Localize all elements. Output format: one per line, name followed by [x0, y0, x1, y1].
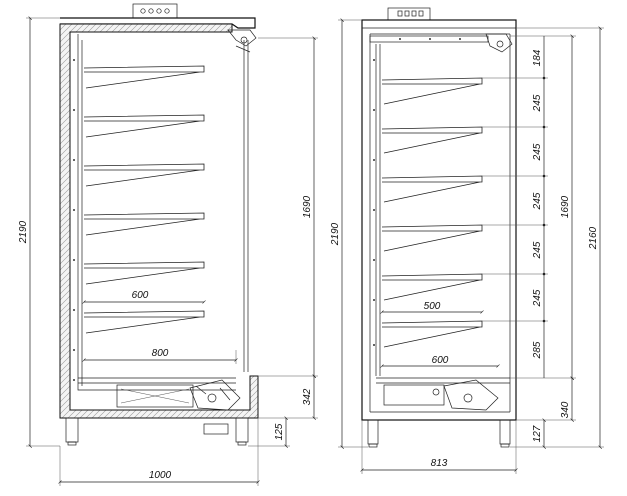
- left-height-shelf-zone: 1690: [302, 195, 313, 218]
- left-height-total: 2190: [18, 220, 29, 244]
- cabinet-outline: [361, 19, 517, 421]
- left-shelf-depth-upper: 600: [132, 290, 149, 301]
- foot-right-b: [499, 419, 511, 445]
- left-shelf-depth-lower: 800: [152, 348, 169, 359]
- foot-right: [235, 417, 249, 443]
- right-shelf-depth-upper: 500: [424, 301, 441, 312]
- left-shelves: [83, 65, 205, 334]
- right-foot-height: 127: [532, 425, 543, 442]
- evaporator-unit-right: [383, 384, 445, 406]
- left-foot-height: 125: [274, 423, 285, 440]
- control-box: [132, 3, 178, 19]
- foot-right-a: [367, 419, 379, 445]
- right-shelf-spacing-3: 245: [532, 192, 543, 210]
- right-shelf-spacing-2: 245: [532, 143, 543, 161]
- right-shelves: [381, 77, 483, 348]
- right-shelf-spacing-5: 245: [532, 289, 543, 307]
- right-shelf-depth-lower: 600: [432, 355, 449, 366]
- right-height-inner: 2160: [588, 226, 599, 250]
- right-bottom-spacing: 285: [532, 341, 543, 359]
- foot-left: [65, 417, 79, 443]
- right-base-height: 340: [560, 401, 571, 418]
- left-view: 2190 1690 342 125 600 800 1000: [18, 3, 318, 486]
- insulated-wall: [59, 23, 259, 419]
- right-width-total: 813: [431, 458, 448, 469]
- right-view: 2190 2160 1690 184 245 245 245 245 245: [330, 7, 604, 474]
- right-shelf-spacing-1: 245: [532, 94, 543, 112]
- right-top-spacing: 184: [532, 49, 543, 66]
- left-base-height: 342: [302, 388, 313, 405]
- right-height-total: 2190: [330, 222, 341, 246]
- left-width-total: 1000: [149, 470, 172, 481]
- right-height-shelf-zone: 1690: [560, 195, 571, 218]
- right-shelf-spacing-4: 245: [532, 241, 543, 259]
